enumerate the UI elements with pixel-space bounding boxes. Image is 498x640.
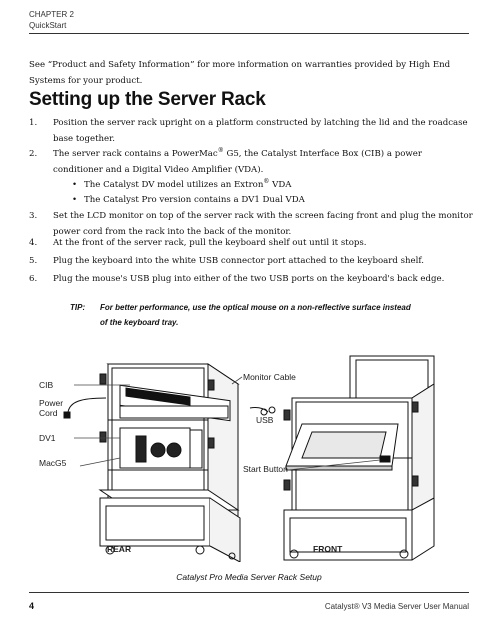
monitor-cable-label: Monitor Cable bbox=[243, 372, 296, 382]
tip-note: TIP: For better performance, use the opt… bbox=[70, 300, 420, 330]
rack-illustration bbox=[63, 355, 435, 562]
usb-label: USB bbox=[256, 415, 274, 425]
front-label: FRONT bbox=[313, 544, 343, 554]
step-text: Position the server rack upright on a pl… bbox=[53, 118, 468, 144]
step-number: 5. bbox=[29, 256, 38, 266]
dv1-label: DV1 bbox=[39, 433, 56, 443]
bullet-item: • The Catalyst DV model utilizes an Extr… bbox=[72, 178, 291, 193]
chapter-label: CHAPTER 2 bbox=[29, 10, 74, 19]
rear-label: REAR bbox=[107, 544, 132, 554]
footer-title: Catalyst® V3 Media Server User Manual bbox=[324, 602, 469, 611]
section-heading: Setting up the Server Rack bbox=[29, 89, 266, 110]
tip-label: TIP: bbox=[70, 303, 86, 312]
header-divider bbox=[29, 33, 469, 34]
page-header: CHAPTER 2 QuickStart bbox=[29, 9, 74, 31]
cib-label: CIB bbox=[39, 380, 54, 390]
step-number: 2. bbox=[29, 149, 38, 159]
footer-divider bbox=[29, 592, 469, 593]
step-text: Plug the keyboard into the white USB con… bbox=[53, 256, 424, 266]
step-number: 4. bbox=[29, 238, 38, 248]
step-6: 6. Plug the mouse's USB plug into either… bbox=[29, 272, 474, 288]
step-text: Set the LCD monitor on top of the server… bbox=[53, 211, 473, 237]
registered-mark: ® bbox=[217, 147, 224, 155]
step-2: 2. The server rack contains a PowerMac® … bbox=[29, 147, 474, 178]
callout-lines bbox=[74, 376, 381, 471]
bullet-text: The Catalyst Pro version contains a DV1 … bbox=[84, 195, 305, 205]
step-number: 3. bbox=[29, 211, 38, 221]
page-number: 4 bbox=[29, 601, 35, 611]
step-number: 6. bbox=[29, 274, 38, 284]
step-number: 1. bbox=[29, 118, 38, 128]
registered-mark: ® bbox=[263, 178, 270, 186]
macg5-label: MacG5 bbox=[39, 458, 67, 468]
step-4: 4. At the front of the server rack, pull… bbox=[29, 236, 474, 252]
step-5: 5. Plug the keyboard into the white USB … bbox=[29, 254, 474, 270]
bullet-icon: • bbox=[72, 195, 78, 205]
step-3: 3. Set the LCD monitor on top of the ser… bbox=[29, 209, 474, 240]
section-label: QuickStart bbox=[29, 21, 67, 30]
server-rack-figure: CIB Power Cord DV1 MacG5 Monitor Cable U… bbox=[39, 340, 460, 562]
bullet-icon: • bbox=[72, 180, 78, 190]
front-rack bbox=[249, 355, 435, 561]
figure-caption: Catalyst Pro Media Server Rack Setup bbox=[176, 572, 322, 582]
power-cord-label: Power Cord bbox=[39, 398, 64, 418]
tip-text: For better performance, use the optical … bbox=[100, 303, 411, 327]
bullet-item: • The Catalyst Pro version contains a DV… bbox=[72, 193, 305, 208]
rear-rack bbox=[63, 363, 241, 562]
start-button-label: Start Button bbox=[243, 464, 288, 474]
step-text: Plug the mouse's USB plug into either of… bbox=[53, 274, 445, 284]
step-text: At the front of the server rack, pull th… bbox=[53, 238, 367, 248]
intro-paragraph: See “Product and Safety Information” for… bbox=[29, 60, 451, 86]
step-1: 1. Position the server rack upright on a… bbox=[29, 116, 474, 147]
step-text: The server rack contains a PowerMac® G5,… bbox=[53, 147, 422, 175]
